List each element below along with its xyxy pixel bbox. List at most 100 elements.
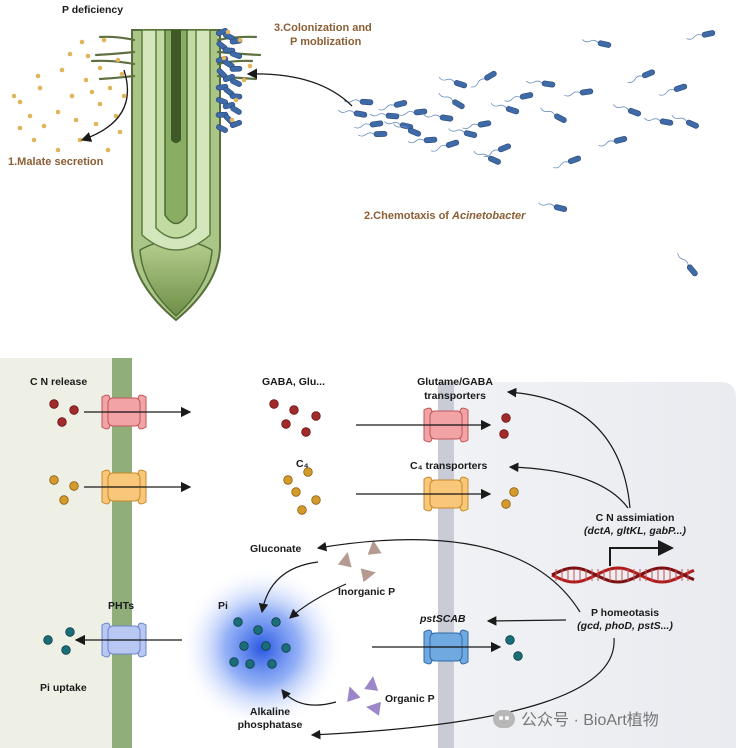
pi-label: Pi [218,600,228,612]
inorganic-p-triangle [337,552,352,568]
inorganic-p-triangle [360,568,376,583]
root-cap [139,239,213,318]
cn-release-label: C N release [30,376,88,388]
root-illustration [90,28,262,322]
p-deficiency-label: P deficiency [62,4,124,16]
pi-pool-molecule [233,617,243,627]
pi-pool-molecule [229,657,239,667]
swimming-bacterium [470,70,497,88]
gaba-molecule [311,411,321,421]
exudate-dot [247,63,253,69]
swimming-bacterium [423,114,454,122]
swimming-bacterium [671,114,699,129]
cn-to-glutamate-arrow [506,387,631,509]
swimming-bacterium [397,108,428,116]
colonizing-bacterium [229,120,243,128]
root-hair [98,74,136,81]
colonization-line1: 3.Colonization and [274,22,372,34]
exudate-dot [31,137,37,143]
exudate-dot [89,89,95,95]
swimming-bacterium [378,100,408,111]
exudate-dot [27,113,33,119]
exudate-dot [115,57,121,63]
glutamate-transporters-line1: Glutame/GABA [417,376,493,388]
chemotaxis-arrow [246,68,353,107]
exudate-dot [233,97,239,103]
pi-pool-molecule [245,659,255,669]
swimming-bacterium [525,80,556,88]
exudate-dot [107,85,113,91]
pi-molecule [65,627,75,637]
swimming-bacterium [407,136,438,144]
exudate-dot [225,29,231,35]
root-hairs [90,35,262,81]
swimming-bacterium [644,117,674,126]
exudate-dot [119,71,125,77]
gluconate-to-pi-arrow [258,561,319,614]
bacterial-cell-panel [440,382,736,748]
exudate-dot [229,117,235,123]
swimming-bacterium [430,139,460,152]
colonizing-bacterium [215,97,229,105]
phts-label: PHTs [108,600,135,612]
p-to-pstscab-arrow [486,616,567,626]
swimming-bacterium [598,136,628,147]
exudate-dot [97,65,103,71]
chemotaxis-prefix: 2.Chemotaxis of [364,210,453,222]
root-hair [216,59,254,66]
colonizing-bacterium [229,65,243,72]
swimming-bacterium [686,30,716,40]
gaba-molecule [289,405,299,415]
exudate-dot [105,147,111,153]
exudate-dot [85,53,91,59]
chemotaxis-genus: Acinetobacter [452,210,526,222]
c4-molecule-outside [311,495,321,505]
cn-molecule [57,417,67,427]
p-genes-label: (gcd, phoD, pstS...) [577,620,673,632]
exudate-dot [11,93,17,99]
c4-molecule-outside [291,487,301,497]
pi-pool-molecule [239,641,249,651]
exudate-dot [35,73,41,79]
swimming-bacterium [343,98,374,106]
alkaline-phosphatase-line2: phosphatase [237,719,303,731]
malate-exudate-dots [11,29,253,153]
c4-molecule-outside [283,475,293,485]
inorganic-to-pi-arrow [289,583,347,619]
swimming-bacterium [438,76,468,89]
c4-molecule-inside [501,499,511,509]
organic-p-triangle [364,676,379,691]
gaba-molecule-inside [501,413,511,423]
malate-secretion-arrow [80,69,129,142]
inorganic-p-triangle [367,540,382,555]
exudate-dot [69,93,75,99]
colonizing-bacterium [229,51,243,59]
colonizing-bacterium [216,124,228,133]
c4-molecule-outside [303,467,313,477]
swimming-bacterium [564,88,594,97]
exudate-dot [97,101,103,107]
root-hair [216,35,258,42]
organic-to-pi-arrow [281,689,337,706]
colonization-line2: P moblization [290,36,362,48]
swimming-bacterium [612,104,642,117]
swimming-bacterium [504,92,534,102]
dna-helix [551,566,695,584]
swimming-bacterium [658,83,688,96]
pi-pool-molecule [253,625,263,635]
swimming-bacterium [438,92,465,110]
pi-molecule-inside [513,651,523,661]
cn-assimilation-label: C N assimiation [595,512,675,524]
cn-genes-label: (dctA, gltKL, gabP...) [584,525,686,537]
gaba-molecule [269,399,279,409]
exudate-dot [55,147,61,153]
swimming-bacterium [483,143,511,157]
p-to-gluconate-arrow [316,539,581,613]
exudate-dot [101,37,107,43]
pi-pool-molecule [271,617,281,627]
phosphate-triangles [337,540,382,716]
swimming-bacterium [490,102,520,115]
c4-molecule-inside [509,487,519,497]
swimming-bacterium [393,123,421,137]
